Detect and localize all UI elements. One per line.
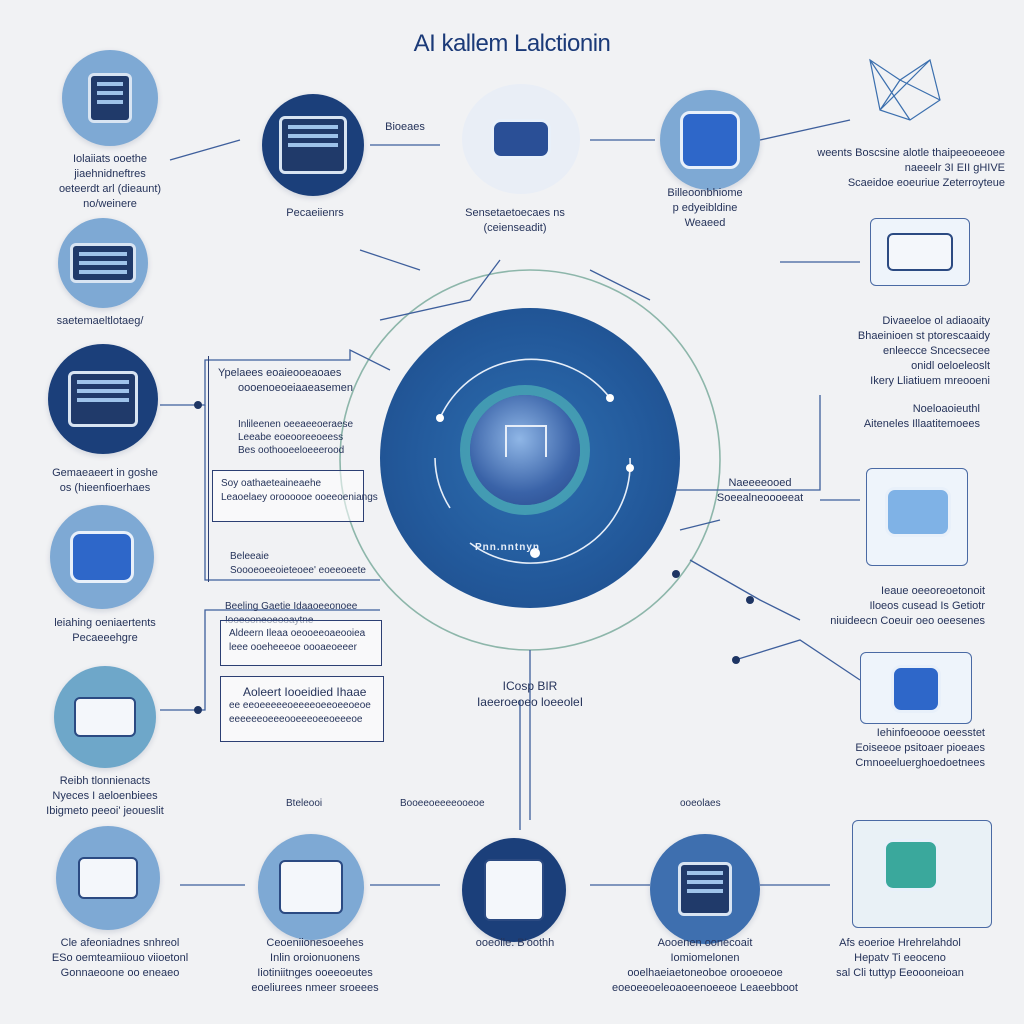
node-top-3[interactable] <box>462 84 580 194</box>
small-label-mid: Booeeoeeeeooeoe <box>400 798 485 809</box>
small-label-left: Bteleooi <box>286 798 323 809</box>
monitor-icon <box>74 697 136 737</box>
node-left-3[interactable] <box>48 344 158 454</box>
processor-icon <box>680 111 740 169</box>
node-left-1[interactable] <box>62 50 158 146</box>
label-left-2: saetemaeltlotaeg/ <box>56 315 144 327</box>
workstation-icon <box>78 857 138 899</box>
page-title: AI kallem Lalctionin <box>413 30 611 57</box>
chip-icon <box>883 839 939 891</box>
hub-core[interactable] <box>470 395 580 505</box>
dashboard-icon <box>68 371 138 427</box>
node-right-4[interactable] <box>866 468 968 566</box>
label-top-2: Bioeaes <box>385 121 425 133</box>
robot-device-icon <box>678 862 732 916</box>
node-right-6[interactable] <box>852 820 992 928</box>
left-text-panel <box>208 356 381 582</box>
camera-device-icon <box>491 119 551 159</box>
label-top-3: Sensetaetoecaes ns(ceienseadit) <box>465 207 565 234</box>
node-top-4[interactable] <box>660 90 760 190</box>
label-bottom-2: ooeolle. B'oothh <box>475 937 555 949</box>
cloud-device-icon <box>70 531 134 583</box>
small-label-right: ooeolaes <box>680 798 721 809</box>
hub-orbit <box>434 358 634 564</box>
node-bottom-2[interactable] <box>462 838 566 942</box>
node-left-2[interactable] <box>58 218 148 308</box>
documents-icon <box>279 860 343 914</box>
node-left-5[interactable] <box>54 666 156 768</box>
node-right-5[interactable] <box>860 652 972 724</box>
node-bottom-1[interactable] <box>258 834 364 940</box>
lab-device-icon <box>891 665 941 713</box>
server-icon <box>70 243 136 283</box>
node-left-4[interactable] <box>50 505 154 609</box>
device-icon <box>88 73 132 123</box>
storage-icon <box>887 233 953 271</box>
node-top-1[interactable] <box>262 94 364 196</box>
hub-arc-text: Pnn.nntnyn <box>475 542 540 553</box>
sensor-icon <box>885 487 951 537</box>
node-bottom-3[interactable] <box>650 834 760 944</box>
node-right-2[interactable] <box>870 218 970 286</box>
tablet-icon <box>484 859 544 921</box>
data-grid-icon <box>279 116 347 174</box>
node-left-6[interactable] <box>56 826 160 930</box>
label-top-1: Pecaeiienrs <box>286 207 344 219</box>
network-graph-icon <box>869 58 941 121</box>
